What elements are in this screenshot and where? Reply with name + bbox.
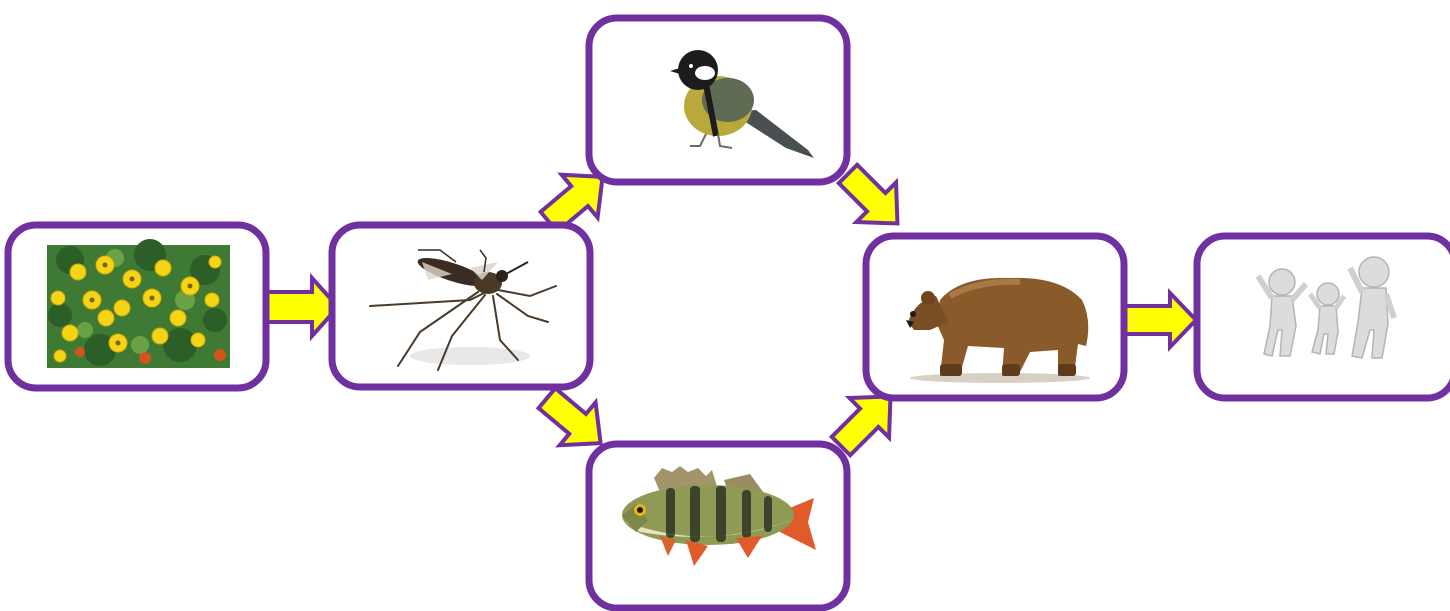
node-mosquito — [328, 221, 594, 391]
edge-flowers-to-mosquito — [264, 272, 341, 342]
edge-fish-to-bear — [828, 394, 893, 459]
node-bear — [862, 232, 1128, 402]
arrow-right-icon — [264, 272, 341, 342]
arrow-down-right-icon — [835, 161, 900, 226]
perch-fish-image — [622, 466, 816, 566]
flowers-image — [47, 239, 230, 368]
edge-bear-to-people — [1122, 288, 1199, 352]
node-flowers — [4, 221, 270, 392]
tit-bird-image — [670, 50, 814, 158]
node-people — [1193, 232, 1450, 402]
edge-mosquito-to-fish — [535, 385, 603, 448]
mosquito-image — [369, 249, 557, 371]
edge-bird-to-bear — [835, 161, 900, 226]
arrow-down-right-icon — [535, 385, 603, 448]
brown-bear-image — [906, 277, 1090, 383]
arrow-right-icon — [1122, 288, 1199, 352]
arrow-up-right-icon — [828, 394, 893, 459]
node-bird — [585, 14, 851, 186]
node-fish — [585, 440, 851, 611]
people-figures-image — [1255, 256, 1397, 359]
